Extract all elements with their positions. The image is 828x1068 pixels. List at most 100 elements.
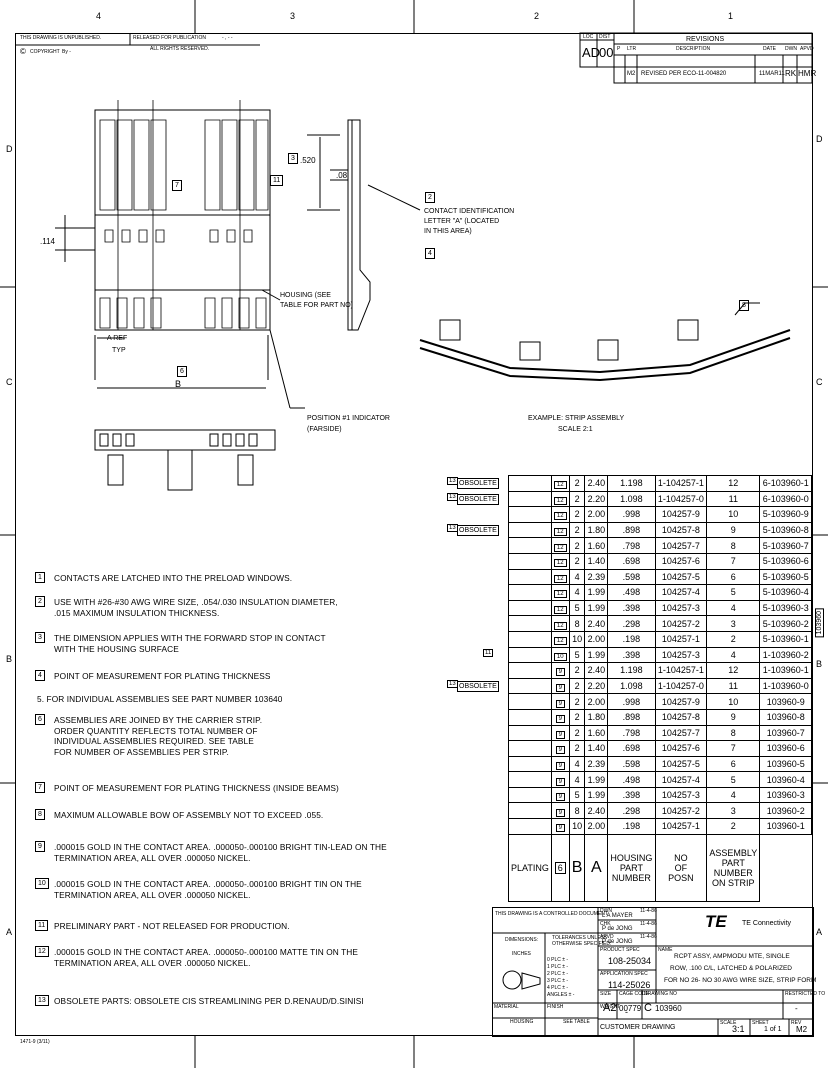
housing-cell: 104257-7 — [654, 724, 708, 742]
assembly-part-cell: 103960-8 — [759, 708, 812, 726]
tolerances-line1: TOLERANCES UNLESS — [552, 935, 608, 941]
zone-d-left: D — [6, 144, 13, 154]
assembly-part-cell: 103960-9 — [759, 693, 812, 710]
a-cell: .298 — [607, 802, 656, 820]
note-line: TERMINATION AREA, ALL OVER .000050 NICKE… — [54, 852, 251, 863]
plating-cell — [508, 677, 552, 695]
dwn-label: DWN — [600, 908, 612, 914]
housing-cell: 104257-6 — [654, 740, 708, 757]
qty-cell: 8 — [568, 802, 586, 820]
size: A2 — [603, 1002, 617, 1014]
a-cell: .998 — [607, 693, 656, 710]
plating-flag-cell: 12 — [550, 630, 570, 648]
posn-cell: 2 — [706, 818, 761, 835]
plating-flag-cell: 9 — [550, 693, 570, 710]
rev-label: REV — [791, 1020, 802, 1026]
assembly-part-cell: 103960-5 — [759, 755, 812, 773]
qty-cell: 2 — [568, 506, 586, 523]
qty-cell: 2 — [568, 475, 586, 492]
title-block — [492, 907, 814, 1037]
finish-label: FINISH — [547, 1004, 564, 1010]
plating-cell — [508, 568, 552, 586]
plating-flag-icon: 12 — [553, 637, 567, 646]
tol-1: 1 PLC ± - — [547, 964, 569, 970]
a-ref-line1: A REF — [107, 335, 128, 342]
posn-cell: 4 — [706, 599, 761, 617]
plating-cell — [508, 630, 552, 648]
housing-cell: 104257-1 — [654, 630, 708, 648]
plating-flag-cell: 9 — [550, 771, 570, 788]
note-line: INDIVIDUAL ASSEMBLIES REQUIRED. SEE TABL… — [54, 736, 254, 746]
qty-cell: 4 — [568, 771, 586, 788]
tol-3: 3 PLC ± - — [547, 978, 569, 984]
b-cell: 2.00 — [584, 630, 609, 648]
b-cell: 2.40 — [584, 615, 609, 632]
a-cell: .398 — [607, 646, 656, 664]
housing-cell: 104257-9 — [654, 693, 708, 710]
posn-cell: 9 — [706, 521, 761, 539]
note-flag-icon: 13 — [35, 995, 49, 1006]
plating-flag-icon: 12 — [553, 512, 567, 521]
b-cell: 2.39 — [584, 568, 609, 586]
b-cell: 2.00 — [584, 506, 609, 523]
note-line: FOR NUMBER OF ASSEMBLIES PER STRIP. — [54, 746, 229, 757]
chk-name: P de JONG — [602, 926, 633, 932]
note-line: POINT OF MEASUREMENT FOR PLATING THICKNE… — [54, 671, 271, 681]
dim-520: .520 — [300, 156, 316, 165]
housing-cell: 104257-8 — [654, 708, 708, 726]
a-cell: .198 — [607, 818, 656, 835]
note-line: OBSOLETE PARTS: OBSOLETE CIS STREAMLININ… — [54, 996, 364, 1006]
b-cell: 1.80 — [584, 708, 609, 726]
plating-flag-icon: 9 — [555, 699, 565, 708]
a-cell: .498 — [607, 584, 656, 601]
qty-cell: 2 — [568, 677, 586, 695]
housing-cell: 104257-1 — [654, 818, 708, 835]
copyright-by: By - — [62, 49, 71, 55]
obsolete-badge: OBSOLETE — [457, 493, 499, 505]
housing-cell: 104257-4 — [654, 584, 708, 601]
app-spec: 114-25026 — [608, 980, 651, 990]
sheet: 1 of 1 — [764, 1026, 782, 1033]
rev-ltr: M2 — [627, 71, 636, 77]
b-cell: 2.40 — [584, 662, 609, 679]
qty-cell: 2 — [568, 724, 586, 742]
qty-cell: 2 — [568, 708, 586, 726]
scale-label: SCALE — [720, 1020, 737, 1026]
dim-114: .114 — [40, 237, 55, 246]
assembly-part-cell: 5-103960-4 — [759, 584, 812, 601]
plating-flag-cell: 12 — [550, 568, 570, 586]
zone-1: 1 — [728, 11, 734, 21]
housing-cell: 1-104257-1 — [654, 662, 708, 679]
callout-11-icon: 11 — [270, 175, 284, 186]
b-cell: 2.40 — [584, 475, 609, 492]
product-spec: 108-25034 — [608, 956, 652, 966]
title-line1: RCPT ASSY, AMPMODU MTE, SINGLE — [674, 953, 790, 960]
posn-cell: 12 — [706, 475, 761, 492]
rev-date: 11MAR11 — [759, 71, 785, 77]
housing-cell: 104257-3 — [654, 786, 708, 804]
b-cell: 1.99 — [584, 771, 609, 788]
posn-cell: 5 — [706, 771, 761, 788]
plating-flag-cell: 9 — [550, 818, 570, 835]
plating-cell — [508, 506, 552, 523]
plating-flag-cell: 9 — [550, 708, 570, 726]
obsolete-badge: OBSOLETE — [457, 478, 499, 489]
plating-cell — [508, 708, 552, 726]
a-cell: .898 — [607, 708, 656, 726]
qty-cell: 2 — [568, 552, 586, 570]
housing-cell: 104257-3 — [654, 599, 708, 617]
chk-label: CHK — [600, 921, 611, 927]
callout-4-icon: 4 — [425, 248, 435, 259]
qty-cell: 8 — [568, 615, 586, 632]
qty-cell: 5 — [568, 599, 586, 617]
note-line: TERMINATION AREA, ALL OVER .000050 NICKE… — [54, 889, 251, 900]
rev-col-dwn: DWN — [785, 46, 797, 52]
